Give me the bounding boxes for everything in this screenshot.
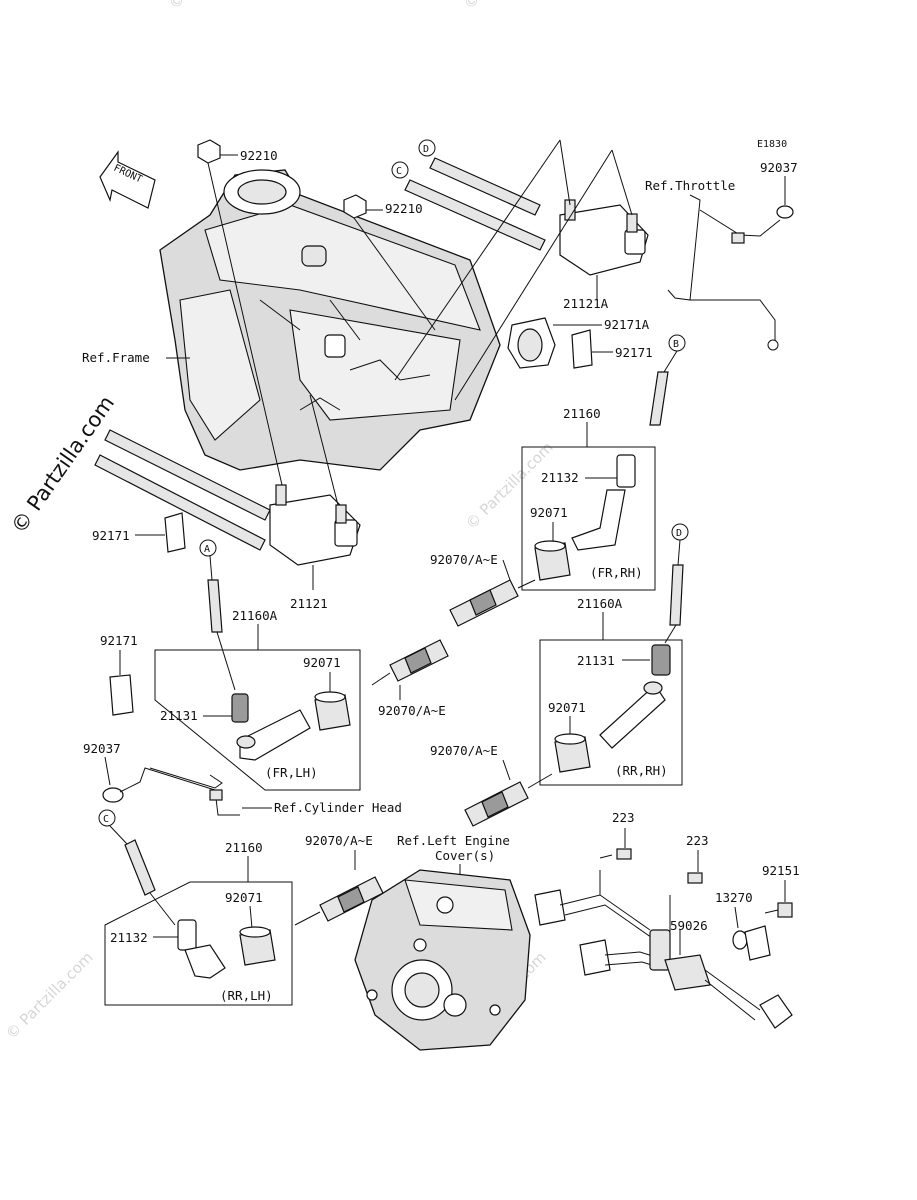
ignition-coil-21121A: D C 21121A <box>391 139 649 401</box>
front-arrow-icon: FRONT <box>99 150 156 209</box>
position-fr-lh: (FR,LH) <box>265 765 318 780</box>
label-223-a: 223 <box>612 810 635 825</box>
plug-cap-rr-rh: D 21160A 21131 92071 (RR,RH) <box>539 523 689 786</box>
label-92210-a: 92210 <box>240 148 278 163</box>
diagram-id: E1830 <box>757 139 787 150</box>
label-92171-left2: 92171 <box>100 633 138 648</box>
label-13270: 13270 <box>715 890 753 905</box>
label-92037-left: 92037 <box>83 741 121 756</box>
label-92171A: 92171A <box>604 317 650 332</box>
plug-cap-fr-rh: B 21160 21132 92071 (FR,RH) <box>521 334 686 591</box>
watermark-top-left: © Partzilla.com <box>165 0 260 13</box>
label-92171-left: 92171 <box>92 528 130 543</box>
label-21121: 21121 <box>290 596 328 611</box>
bolt-223-a: 223 <box>599 810 635 860</box>
label-21131-fr-lh: 21131 <box>160 708 198 723</box>
frame-illustration <box>159 169 501 471</box>
label-92071-rr-lh: 92071 <box>225 890 263 905</box>
connector-c: C <box>103 814 109 825</box>
plug-cap-fr-lh: A 21160A 92171 92071 21131 (FR,LH) <box>100 539 361 791</box>
position-rr-rh: (RR,RH) <box>615 763 668 778</box>
clip-92171-left: 92171 <box>92 512 186 553</box>
ref-throttle-label: Ref.Throttle <box>645 178 735 193</box>
connector-d-top: D <box>423 144 429 155</box>
ref-cylinder-head-label: Ref.Cylinder Head <box>274 800 402 815</box>
throttle-bracket: Ref.Throttle 92037 <box>645 160 798 351</box>
label-92070-1: 92070/A~E <box>430 552 498 567</box>
clip-92171-right: 92171 <box>571 329 653 369</box>
position-fr-rh: (FR,RH) <box>590 565 643 580</box>
ignition-coil-21121: 21121 <box>94 394 361 611</box>
clip-92171A: 92171A <box>507 317 650 369</box>
bolt-92151: 92151 <box>762 863 800 918</box>
spark-plug-2: 92070/A~E <box>371 639 449 718</box>
label-21160A-fr-lh: 21160A <box>232 608 278 623</box>
label-92070-4: 92070/A~E <box>305 833 373 848</box>
label-59026: 59026 <box>670 918 708 933</box>
label-92151: 92151 <box>762 863 800 878</box>
plug-cap-rr-lh: C 21160 92071 21132 (RR,LH) <box>98 809 293 1006</box>
watermark-top-right: © Partzilla.com <box>460 0 555 13</box>
connector-b: B <box>673 339 679 350</box>
position-rr-lh: (RR,LH) <box>220 988 273 1003</box>
label-21132-fr-rh: 21132 <box>541 470 579 485</box>
spark-plug-1: 92070/A~E <box>430 552 536 627</box>
bolt-223-b: 223 <box>686 833 709 884</box>
label-21131-rr-rh: 21131 <box>577 653 615 668</box>
label-92071-fr-rh: 92071 <box>530 505 568 520</box>
pulser-coil-wiring: 59026 <box>534 870 793 1029</box>
label-92071-fr-lh: 92071 <box>303 655 341 670</box>
connector-a: A <box>204 544 210 555</box>
label-92071-rr-rh: 92071 <box>548 700 586 715</box>
connector-d: D <box>676 528 682 539</box>
bolt-92210-a: 92210 <box>197 139 283 486</box>
cylinder-head-bracket: 92037 Ref.Cylinder Head <box>83 741 402 816</box>
label-223-b: 223 <box>686 833 709 848</box>
label-92171-right: 92171 <box>615 345 653 360</box>
label-21132-rr-lh: 21132 <box>110 930 148 945</box>
label-92210-b: 92210 <box>385 201 423 216</box>
label-92070-2: 92070/A~E <box>378 703 446 718</box>
watermark-low-left: © Partzilla.com <box>2 948 97 1043</box>
left-engine-cover: Ref.Left Engine Cover(s) <box>354 833 531 1051</box>
label-21160-rr-lh: 21160 <box>225 840 263 855</box>
clamp-13270: 13270 <box>715 890 771 961</box>
connector-c-top: C <box>396 166 402 177</box>
label-21160-fr-rh: 21160 <box>563 406 601 421</box>
label-21160A-rr-rh: 21160A <box>577 596 623 611</box>
label-92037-top: 92037 <box>760 160 798 175</box>
ref-left-engine-label: Ref.Left Engine <box>397 833 510 848</box>
spark-plug-3: 92070/A~E <box>430 743 553 827</box>
ref-cover-label: Cover(s) <box>435 848 495 863</box>
label-92070-3: 92070/A~E <box>430 743 498 758</box>
spark-plug-4: 92070/A~E <box>294 833 384 926</box>
label-21121A: 21121A <box>563 296 609 311</box>
ref-frame-label: Ref.Frame <box>82 350 150 365</box>
bolt-92210-b: 92210 <box>343 194 436 331</box>
